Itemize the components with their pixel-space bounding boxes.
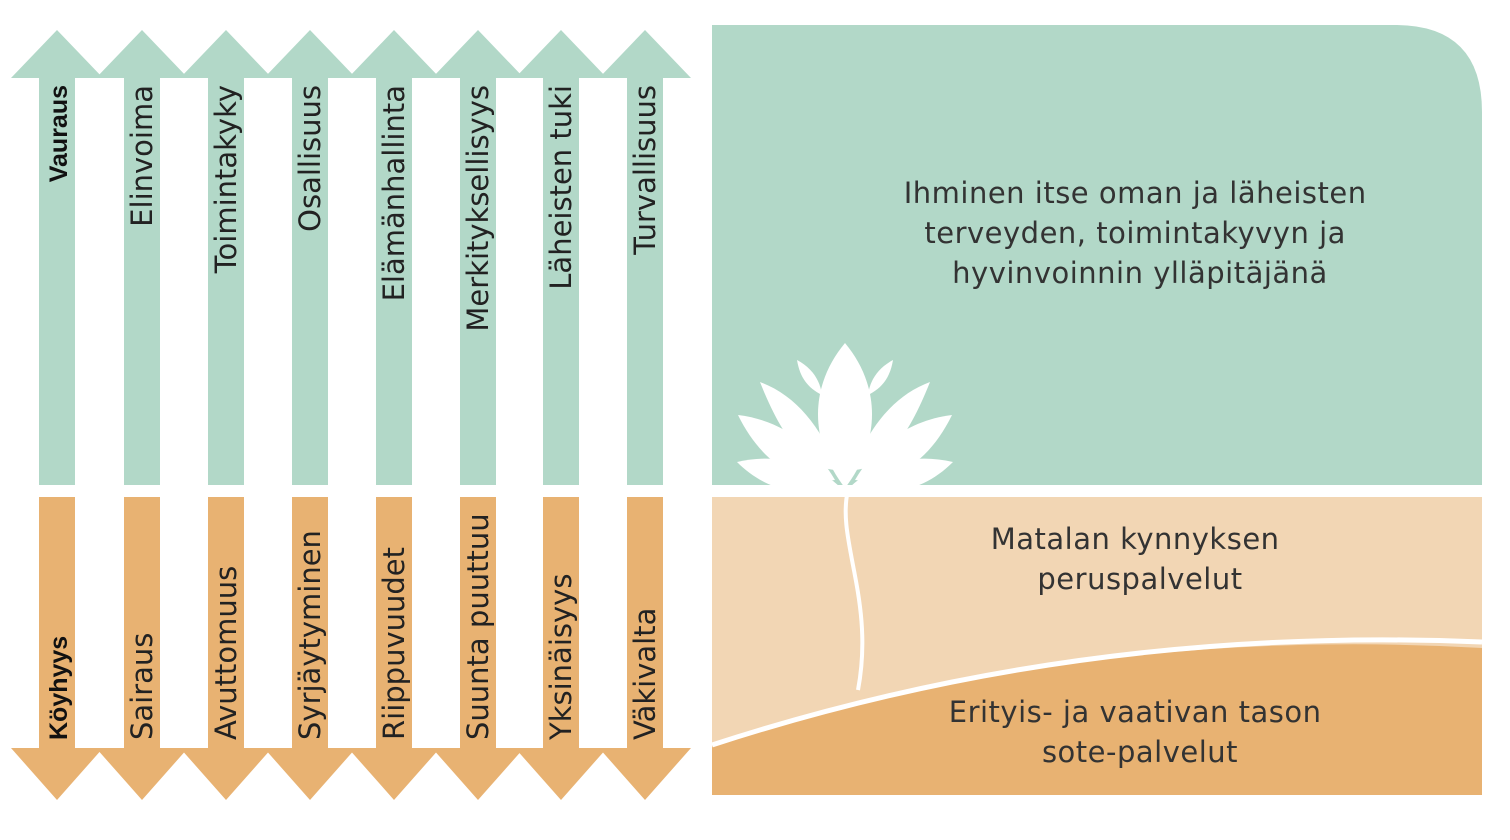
middle-panel-line-2: peruspalvelut bbox=[1037, 562, 1242, 596]
down-arrow bbox=[264, 497, 356, 800]
down-arrow-label: Väkivalta bbox=[628, 608, 662, 740]
down-arrow bbox=[180, 497, 272, 800]
down-arrow-label: Riippuvuudet bbox=[377, 547, 411, 740]
up-arrow bbox=[348, 30, 440, 485]
divider-curve bbox=[711, 637, 1483, 748]
down-arrow-label: Yksinäisyys bbox=[544, 574, 578, 741]
down-arrow bbox=[348, 497, 440, 800]
top-panel-text: Ihminen itse oman ja läheisten terveyden… bbox=[904, 176, 1377, 290]
up-arrow bbox=[432, 30, 524, 485]
down-arrow bbox=[96, 497, 188, 800]
down-arrow-label: Suunta puuttuu bbox=[461, 513, 495, 740]
bottom-panel-text: Erityis- ja vaativan tason sote-palvelut bbox=[949, 695, 1332, 769]
bottom-panel-line-2: sote-palvelut bbox=[1042, 735, 1238, 769]
top-panel-line-3: hyvinvoinnin ylläpitäjänä bbox=[952, 256, 1328, 290]
middle-panel-line-1: Matalan kynnyksen bbox=[991, 522, 1280, 556]
up-arrow bbox=[515, 30, 607, 485]
up-arrow-label: Osallisuus bbox=[293, 85, 327, 232]
up-arrow-label: Turvallisuus bbox=[628, 85, 662, 256]
down-arrow bbox=[599, 497, 691, 800]
down-arrow bbox=[515, 497, 607, 800]
down-arrow-label: Avuttomuus bbox=[209, 566, 243, 740]
up-arrow-label: Elämänhallinta bbox=[377, 85, 411, 301]
down-arrow-label: Sairaus bbox=[125, 633, 159, 740]
top-panel-line-2: terveyden, toimintakyvyn ja bbox=[924, 216, 1346, 250]
up-arrow bbox=[264, 30, 356, 485]
up-arrow bbox=[96, 30, 188, 485]
down-arrow bbox=[11, 497, 103, 800]
down-arrow-label: Köyhyys bbox=[45, 636, 73, 740]
up-arrow-label: Vauraus bbox=[45, 85, 73, 182]
up-arrow-label: Toimintakyky bbox=[209, 85, 243, 274]
middle-panel-text: Matalan kynnyksen peruspalvelut bbox=[991, 522, 1290, 596]
top-panel-line-1: Ihminen itse oman ja läheisten bbox=[904, 176, 1367, 210]
up-arrow-label: Läheisten tuki bbox=[544, 85, 578, 290]
top-panel-green bbox=[712, 25, 1482, 485]
up-arrow bbox=[599, 30, 691, 485]
services-panel: Ihminen itse oman ja läheisten terveyden… bbox=[711, 25, 1483, 795]
up-arrow-label: Merkityksellisyys bbox=[461, 85, 495, 332]
bottom-panel-orange bbox=[712, 644, 1482, 795]
up-arrow-label: Elinvoima bbox=[125, 85, 159, 227]
down-arrow-label: Syrjäytyminen bbox=[293, 530, 327, 740]
lotus-flower-icon bbox=[737, 343, 953, 494]
down-arrow bbox=[432, 497, 524, 800]
lotus-stem bbox=[843, 489, 865, 691]
bottom-panel-line-1: Erityis- ja vaativan tason bbox=[949, 695, 1322, 729]
up-arrow bbox=[11, 30, 103, 485]
up-arrow bbox=[180, 30, 272, 485]
